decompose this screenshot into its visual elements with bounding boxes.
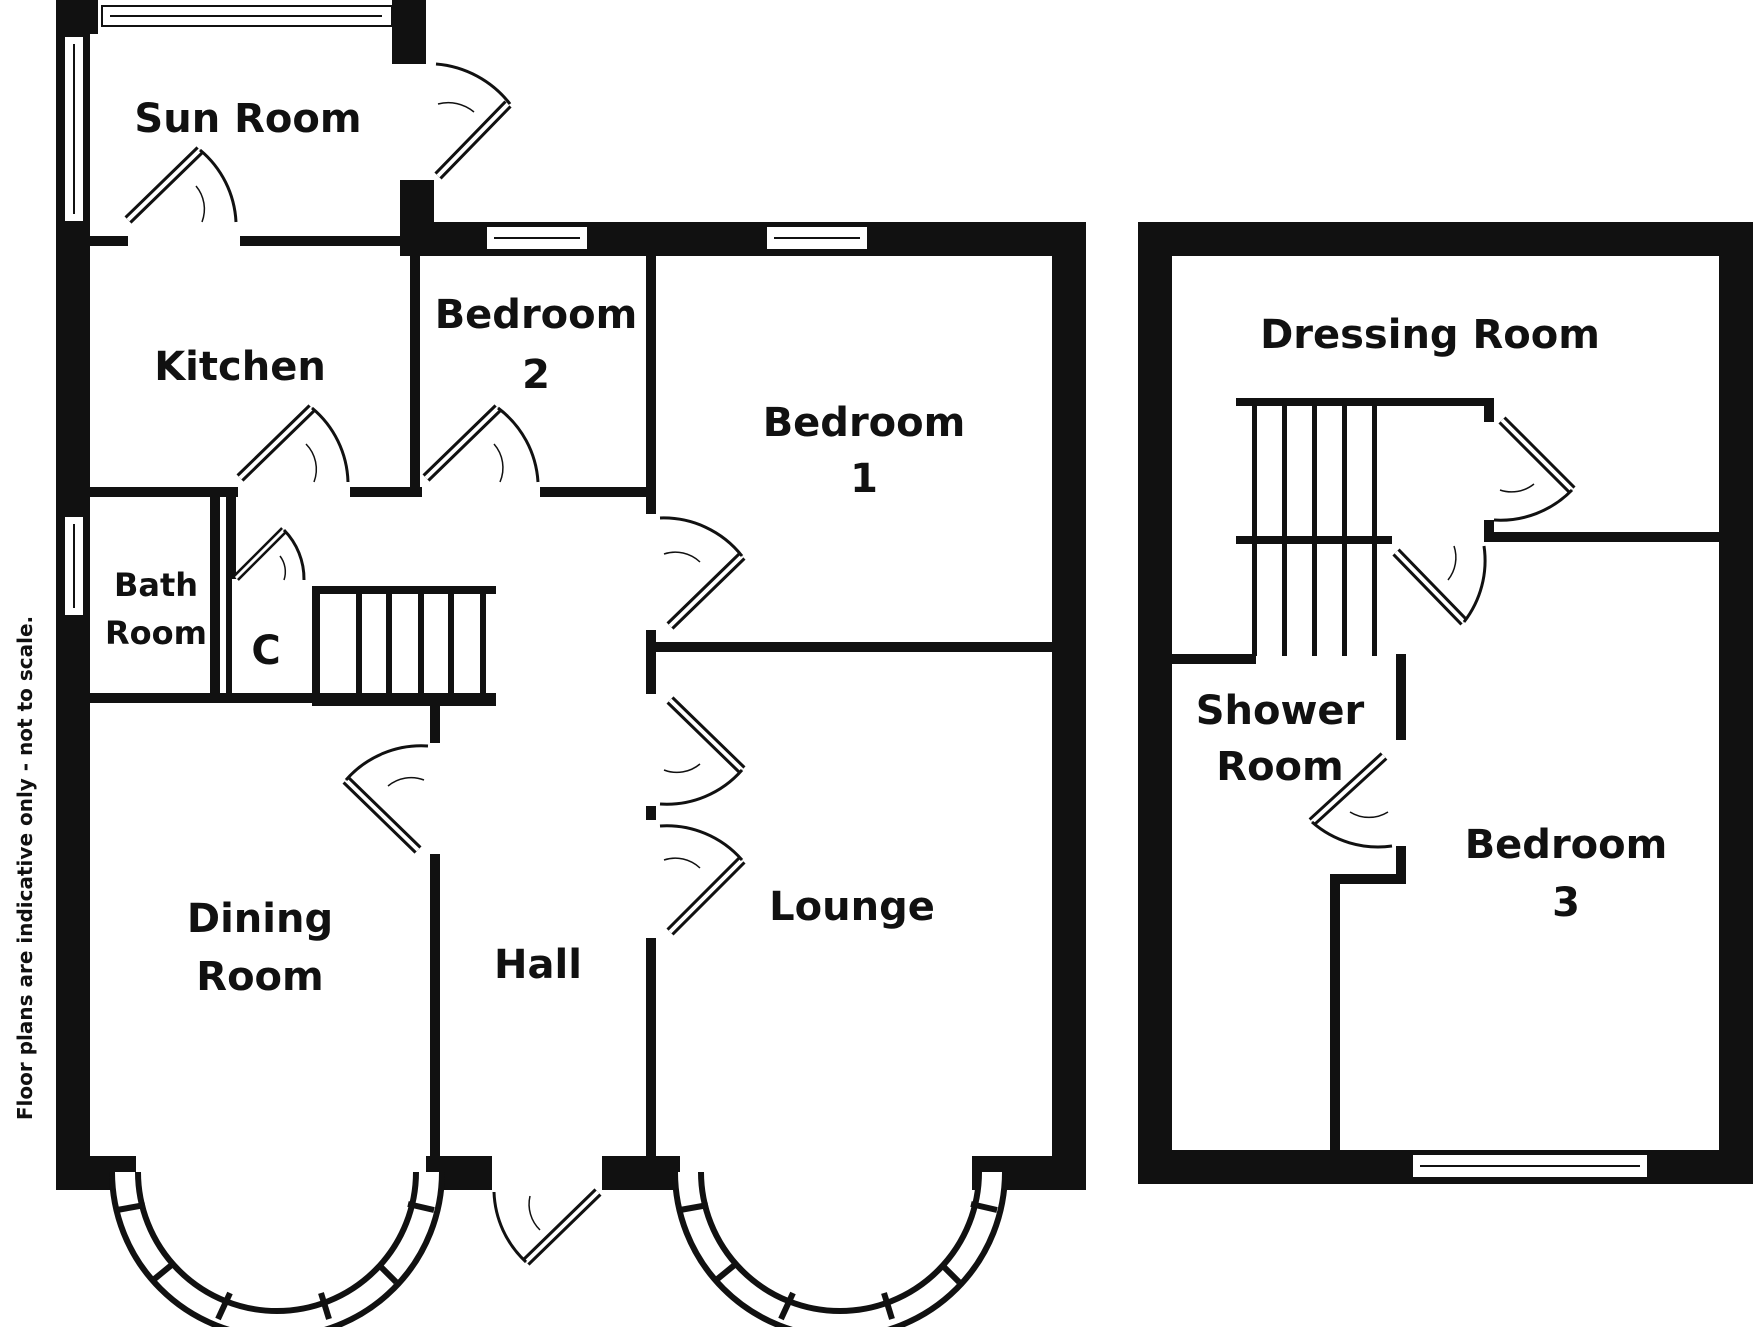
room-label-dressing-room: Dressing Room	[1260, 312, 1600, 358]
room-label-bedroom-3-line1: Bedroom	[1465, 822, 1668, 868]
room-label-bedroom-2-line1: Bedroom	[435, 292, 638, 338]
ground-floor-walls	[56, 0, 1086, 1190]
room-label-lounge: Lounge	[769, 884, 935, 930]
window	[1411, 1153, 1649, 1179]
room-label-bedroom-2-line2: 2	[522, 352, 550, 398]
bay-window-dining	[109, 1171, 445, 1327]
disclaimer-note: Floor plans are indicative only - not to…	[13, 616, 37, 1120]
room-label-bath-room-line2: Room	[105, 614, 207, 652]
room-label-cupboard: C	[251, 628, 280, 674]
staircase	[1236, 398, 1494, 656]
door	[1308, 416, 1576, 849]
room-label-kitchen: Kitchen	[154, 344, 326, 390]
door	[124, 62, 746, 1266]
room-label-sun-room: Sun Room	[134, 96, 361, 142]
room-label-shower-room-line2: Room	[1216, 744, 1343, 790]
room-label-dining-room-line1: Dining	[187, 896, 333, 942]
room-label-bedroom-3-line2: 3	[1552, 880, 1580, 926]
staircase	[312, 586, 496, 706]
bay-window-lounge	[672, 1171, 1008, 1327]
room-label-bedroom-1-line2: 1	[850, 456, 878, 502]
room-label-dining-room-line2: Room	[196, 954, 323, 1000]
room-label-hall: Hall	[494, 942, 582, 988]
room-label-bath-room-line1: Bath	[114, 566, 198, 604]
room-label-shower-room-line1: Shower	[1196, 688, 1365, 734]
room-label-bedroom-1-line1: Bedroom	[763, 400, 966, 446]
window	[63, 5, 869, 617]
